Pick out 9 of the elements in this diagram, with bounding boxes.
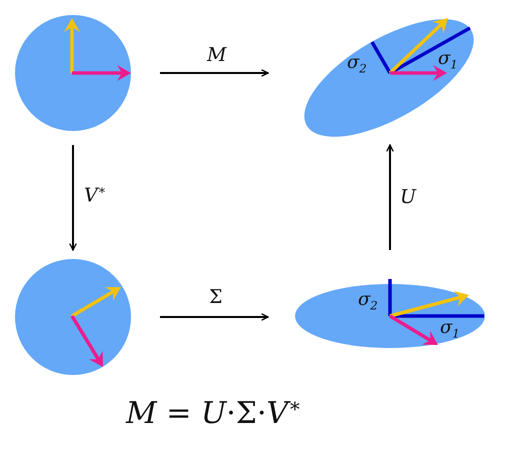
arrow — [386, 144, 394, 250]
singular-value-label: σ$_{1}$ — [438, 50, 458, 72]
arrow — [160, 313, 269, 321]
singular-value-label: σ$_{1}$ — [440, 319, 460, 340]
formula: M = U·Σ·V$^{∗}$ — [126, 396, 302, 429]
arrow — [160, 69, 269, 77]
arrow — [69, 145, 77, 251]
singular-value-label: σ$_{2}$ — [347, 54, 367, 76]
singular-value-label: σ$_{2}$ — [358, 291, 378, 312]
